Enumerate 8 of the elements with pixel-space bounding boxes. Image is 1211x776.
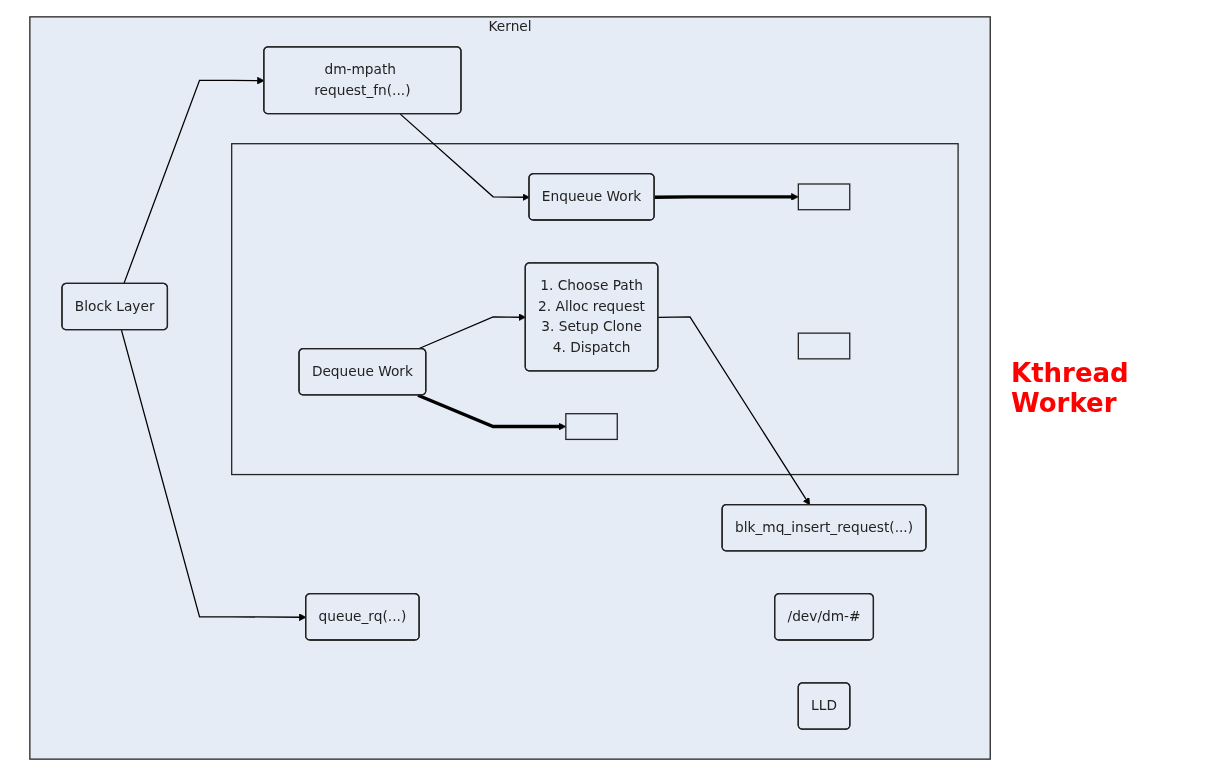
- node-box: [798, 332, 851, 360]
- arrow: [417, 393, 567, 431]
- arrow: [121, 329, 307, 621]
- group-label: Kthread Worker: [1011, 358, 1130, 418]
- cluster: [231, 143, 960, 476]
- arrow: [658, 316, 811, 506]
- node-box: [565, 413, 619, 441]
- node-box: [798, 183, 851, 211]
